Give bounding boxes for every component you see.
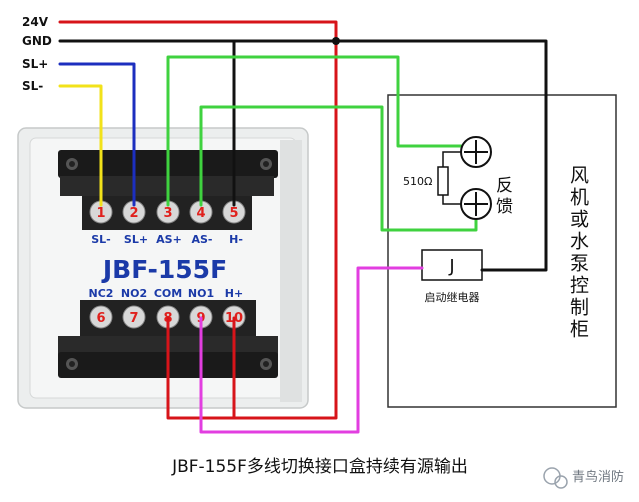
wire-as-minus bbox=[199, 105, 478, 232]
label-sl-plus: SL+ bbox=[22, 57, 48, 71]
terminal-5-label: H- bbox=[229, 233, 243, 246]
terminal-6-number: 6 bbox=[96, 311, 105, 326]
relay-label: 启动继电器 bbox=[425, 291, 480, 304]
relay-coil bbox=[421, 249, 483, 281]
label-24v: 24V bbox=[22, 15, 49, 29]
wire-as-plus bbox=[166, 55, 478, 207]
wechat-icon bbox=[543, 467, 561, 485]
feedback-terminal-top bbox=[460, 136, 492, 168]
terminal-2-number: 2 bbox=[129, 206, 138, 221]
top-screws bbox=[89, 200, 246, 224]
terminal-6-label: NC2 bbox=[89, 287, 114, 300]
wire-sl-plus bbox=[58, 62, 136, 207]
terminal-4-number: 4 bbox=[196, 206, 205, 221]
wire-sl-minus bbox=[58, 84, 103, 207]
terminal-9-label: NO1 bbox=[188, 287, 214, 300]
resistor-lead-top bbox=[442, 151, 466, 167]
wire-relay bbox=[199, 266, 424, 434]
junction-dot bbox=[332, 37, 340, 45]
wire-gnd bbox=[58, 39, 548, 272]
terminal-1-label: SL- bbox=[91, 233, 111, 246]
wire-24v bbox=[58, 20, 338, 420]
relay-symbol: J bbox=[448, 256, 454, 277]
watermark-text: 青鸟消防 bbox=[572, 469, 624, 485]
label-sl-minus: SL- bbox=[22, 79, 43, 93]
bottom-screws bbox=[89, 305, 246, 329]
controller-label: 风机或水泵控制柜 bbox=[567, 165, 589, 341]
resistor-value: 510Ω bbox=[403, 175, 432, 188]
terminal-3-number: 3 bbox=[163, 206, 172, 221]
terminal-8-label: COM bbox=[154, 287, 182, 300]
feedback-label: 反馈 bbox=[492, 176, 513, 218]
terminal-7-label: NO2 bbox=[121, 287, 147, 300]
terminal-5-number: 5 bbox=[229, 206, 238, 221]
terminal-7-number: 7 bbox=[129, 311, 138, 326]
terminal-10-label: H+ bbox=[225, 287, 243, 300]
terminal-3-label: AS+ bbox=[156, 233, 182, 246]
watermark: 青鸟消防 bbox=[543, 467, 624, 489]
terminal-2-label: SL+ bbox=[124, 233, 148, 246]
controller-cabinet bbox=[387, 94, 617, 408]
label-gnd: GND bbox=[22, 34, 52, 48]
diagram-caption: JBF-155F多线切换接口盒持续有源输出 bbox=[171, 457, 468, 477]
resistor bbox=[437, 166, 449, 196]
module-model-label: JBF-155F bbox=[101, 255, 227, 284]
feedback-terminal-bottom bbox=[460, 188, 492, 220]
resistor-lead-bottom bbox=[442, 195, 466, 205]
terminal-1-number: 1 bbox=[96, 206, 105, 221]
terminal-4-label: AS- bbox=[191, 233, 212, 246]
